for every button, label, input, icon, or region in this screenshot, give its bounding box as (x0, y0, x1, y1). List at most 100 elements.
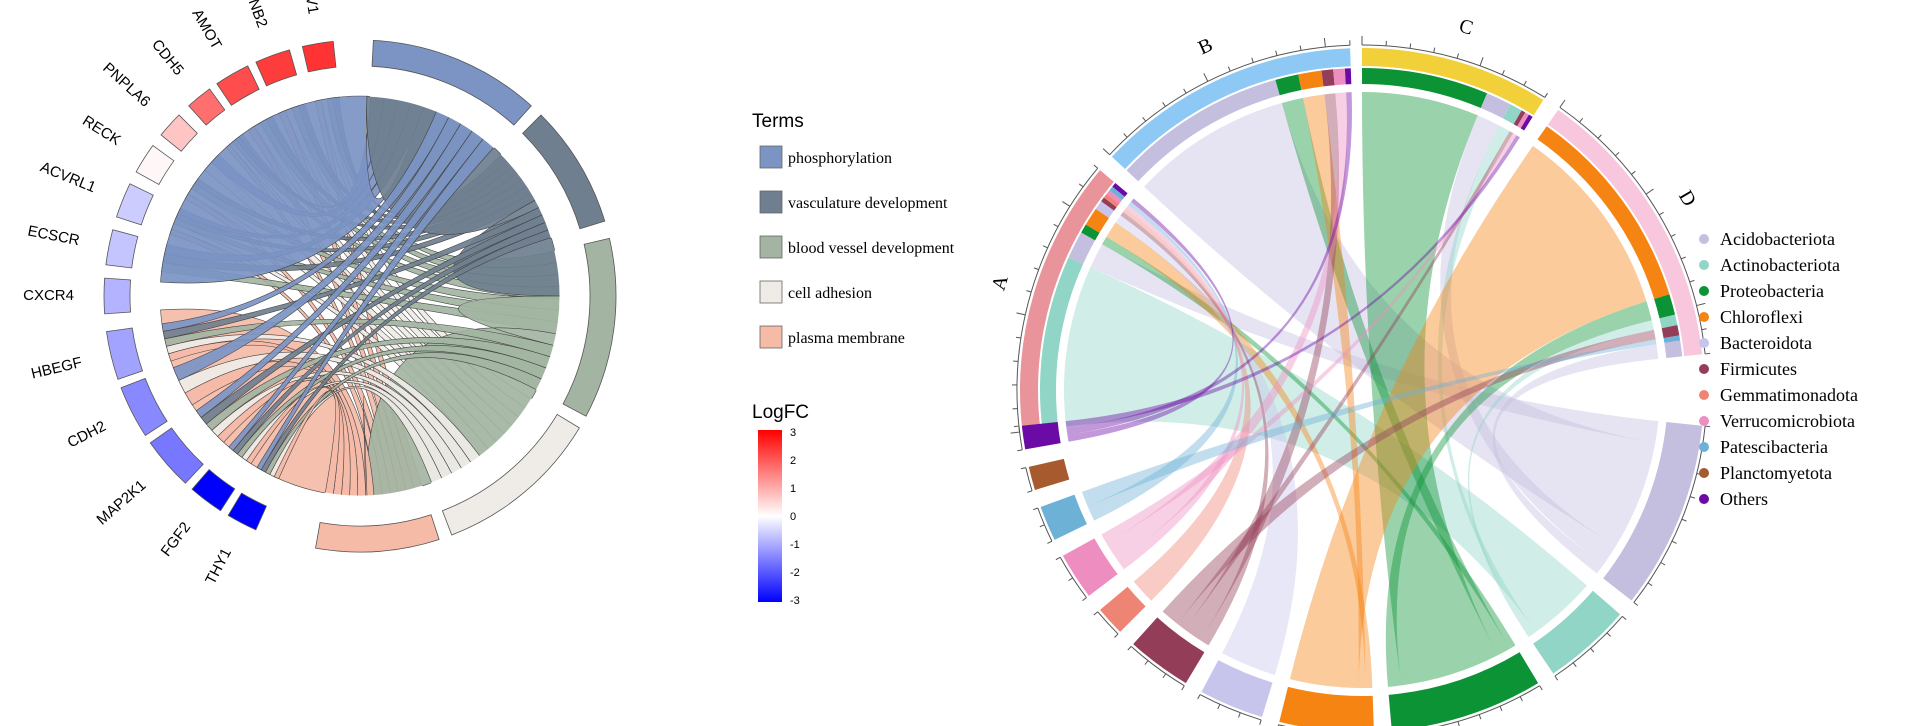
colorbar-tick-label: -2 (790, 567, 800, 579)
sample-axis-tick (1299, 45, 1302, 51)
sample-composition-segment (1333, 68, 1346, 86)
taxon-sector-arc (1040, 494, 1087, 540)
sample-axis-tick (1026, 290, 1032, 293)
taxon-axis-tick (1457, 721, 1460, 726)
sample-composition-segment (1664, 340, 1683, 359)
taxon-axis-tick (1572, 662, 1577, 668)
terms-legend-swatch (759, 190, 783, 214)
taxon-axis-tick (1539, 685, 1543, 691)
sample-axis-tick (1559, 99, 1566, 108)
taxa-legend-label: Acidobacteriota (1720, 229, 1835, 249)
sample-axis-tick (1203, 73, 1209, 82)
taxon-axis-line (1437, 685, 1540, 726)
sample-composition-segment (1112, 183, 1128, 197)
taxon-axis-tick (1047, 540, 1053, 544)
terms-legend-swatch (759, 145, 783, 169)
taxon-axis-tick (1622, 615, 1627, 620)
taxon-axis-tick (1181, 685, 1185, 691)
sample-composition-segment (1520, 114, 1533, 131)
sample-composition-segment (1040, 257, 1084, 430)
sample-axis-tick (1680, 256, 1686, 260)
sample-axis-tick (1015, 336, 1022, 339)
gene-sector-arc (149, 427, 204, 484)
sample-axis-line (1559, 106, 1706, 354)
taxon-axis-tick (1013, 425, 1019, 428)
taxon-axis-tick (1197, 694, 1201, 700)
gene-term-ribbon (160, 95, 437, 284)
taxon-axis-line (1199, 694, 1262, 721)
colorbar-tick-label: 3 (790, 427, 796, 439)
go-chord-diagram: CAV1EFNB2AMOTCDH5PNPLA6RECKACVRL1ECSCRCX… (23, 0, 617, 587)
sample-axis-tick (1705, 352, 1711, 355)
sample-composition-segment (1537, 126, 1670, 299)
sample-axis-tick (1689, 279, 1695, 283)
colorbar-gradient (758, 430, 782, 602)
sample-axis-tick (1645, 188, 1654, 195)
sample-composition-segment (1513, 110, 1526, 127)
gene-label: PNPLA6 (99, 59, 153, 110)
sample-axis-line (1109, 44, 1350, 156)
gene-sector-arc (135, 144, 175, 186)
terms-legend-swatch (759, 280, 783, 304)
sample-composition-segment (1068, 232, 1096, 264)
sample-axis-tick (1042, 245, 1048, 249)
sample-axis-line (1361, 44, 1546, 98)
sample-axis-tick (1615, 152, 1620, 157)
sample-axis-tick (1033, 267, 1039, 271)
gene-sector-arc (191, 469, 236, 512)
taxon-axis-tick (1068, 577, 1073, 582)
gene-label: CDH2 (65, 418, 109, 452)
taxa-legend-marker (1699, 468, 1709, 478)
taxon-axis-tick (1554, 675, 1559, 681)
sample-axis-tick (1123, 133, 1128, 138)
sample-axis-tick (1062, 201, 1071, 207)
gene-label: AMOT (188, 6, 224, 52)
taxon-axis-tick (1082, 597, 1087, 602)
taxon-sector-arc (1279, 686, 1374, 726)
sample-label: B (1195, 34, 1216, 60)
taxon-axis-line (1018, 426, 1023, 450)
sample-sector-arc (1020, 170, 1114, 432)
sample-taxon-ribbon (1115, 215, 1298, 675)
taxon-axis-tick (1238, 712, 1241, 718)
sample-axis-tick (1597, 134, 1602, 139)
term-inner-gap (535, 247, 573, 397)
taxa-legend-marker (1699, 364, 1709, 374)
sample-axis-tick (1433, 47, 1436, 53)
sample-label: C (1457, 15, 1476, 40)
sample-composition-segment (1298, 70, 1324, 91)
taxon-axis-tick (1032, 507, 1038, 511)
sample-axis-tick (1479, 57, 1484, 66)
sample-axis-tick (1227, 66, 1231, 72)
sample-taxon-ribbon (1123, 208, 1251, 601)
sample-axis-tick (1016, 312, 1026, 316)
sample-composition-segment (1321, 69, 1335, 87)
terms-legend-swatch (759, 235, 783, 259)
colorbar-title: LogFC (752, 402, 809, 423)
sample-sector-arc (1111, 48, 1351, 170)
taxon-axis-tick (1606, 632, 1611, 637)
sample-axis-tick (1323, 37, 1326, 48)
taxon-axis-tick (1020, 467, 1026, 470)
taxon-axis-tick (1681, 518, 1687, 522)
taxon-sector-arc (1201, 660, 1273, 718)
gene-sector-arc (301, 40, 337, 73)
taxon-axis-line (1130, 646, 1185, 687)
sample-taxon-ribbon (1492, 344, 1659, 574)
taxon-axis-tick (1144, 660, 1149, 665)
sample-axis-tick (1631, 170, 1636, 175)
sample-axis-tick (1696, 302, 1706, 307)
taxon-axis-line (1554, 616, 1623, 677)
taxa-chord-ribbons (1063, 92, 1659, 688)
taxon-axis-tick (1478, 714, 1482, 720)
terms-legend-label: cell adhesion (788, 285, 872, 302)
sample-composition-segment (1101, 197, 1117, 211)
sample-composition-segment (1109, 186, 1125, 201)
taxa-legend-marker (1699, 416, 1709, 426)
gene-label: ACVRL1 (38, 159, 98, 197)
sample-axis-tick (1142, 116, 1147, 122)
term-sector-arc (562, 237, 617, 417)
sample-composition-segment (1103, 193, 1120, 208)
